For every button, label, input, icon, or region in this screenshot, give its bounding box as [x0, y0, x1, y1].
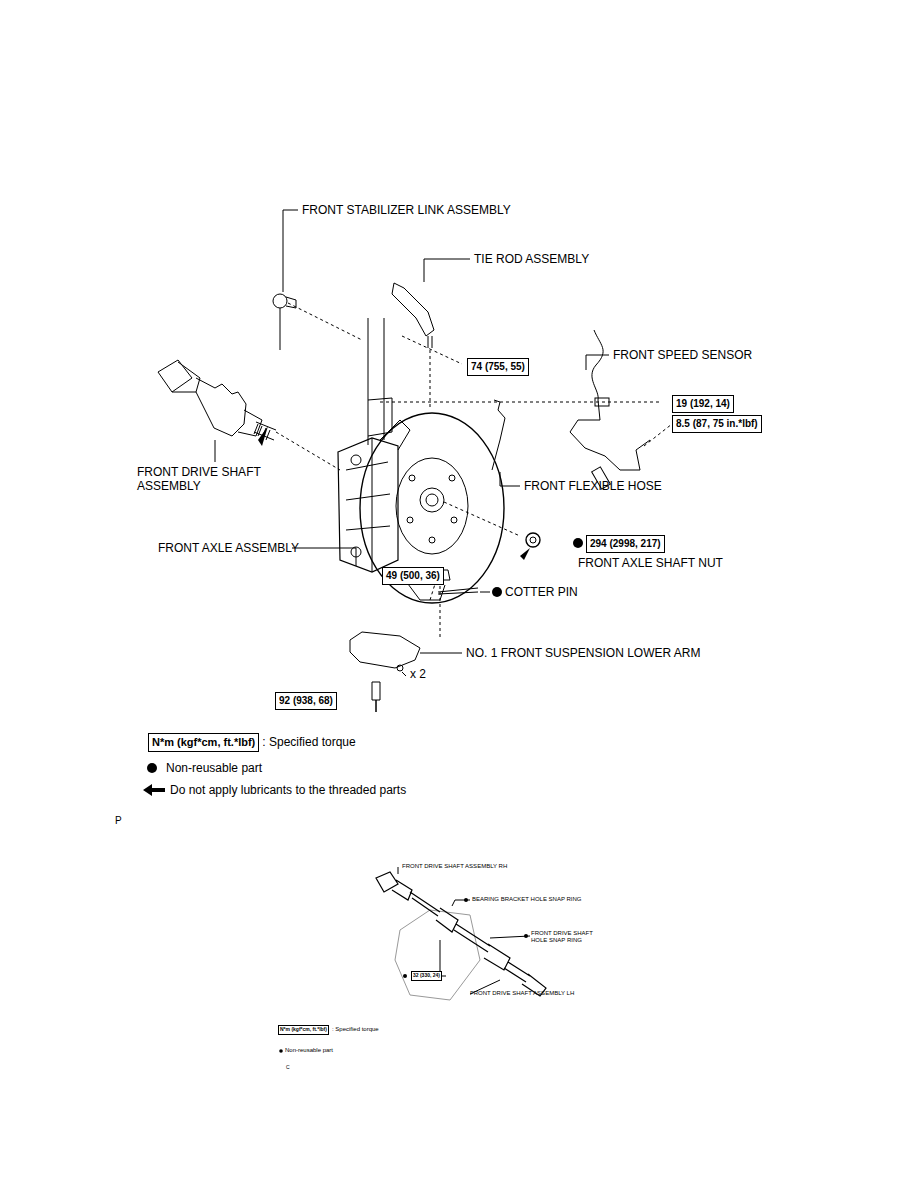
- part-label: FRONT DRIVE SHAFT HOLE SNAP RING: [531, 930, 597, 944]
- part-label: FRONT DRIVE SHAFT ASSEMBLY: [137, 465, 297, 494]
- torque-box: N*m (kgf*cm, ft.*lbf): [278, 1025, 329, 1035]
- part-label: FRONT STABILIZER LINK ASSEMBLY: [302, 203, 511, 217]
- legend-text: : Specified torque: [262, 735, 355, 749]
- part-label: P: [115, 815, 122, 827]
- part-label: TIE ROD ASSEMBLY: [474, 252, 589, 266]
- torque-value: 74 (755, 55): [471, 361, 525, 373]
- part-label: FRONT FLEXIBLE HOSE: [524, 479, 662, 493]
- torque-value: 49 (500, 36): [386, 570, 440, 582]
- part-label: FRONT DRIVE SHAFT ASSEMBLY LH: [470, 990, 574, 997]
- part-label: FRONT DRIVE SHAFT ASSEMBLY RH: [402, 863, 507, 870]
- part-label: FRONT AXLE ASSEMBLY: [158, 541, 299, 555]
- legend-text: : Specified torque: [332, 1026, 379, 1033]
- torque-box: 32 (330, 24): [411, 971, 442, 981]
- torque-value: 92 (938, 68): [279, 695, 333, 707]
- part-label: COTTER PIN: [505, 585, 578, 599]
- torque-value: N*m (kgf*cm, ft.*lbf): [152, 736, 255, 749]
- torque-value: 294 (2998, 217): [590, 538, 661, 550]
- legend-text: Non-reusable part: [166, 761, 262, 775]
- torque-value: 32 (330, 24): [413, 973, 440, 979]
- torque-box: 49 (500, 36): [382, 567, 444, 585]
- legend-text: Non-reusable part: [285, 1047, 333, 1054]
- torque-box: 74 (755, 55): [467, 358, 529, 376]
- part-label: NO. 1 FRONT SUSPENSION LOWER ARM: [466, 646, 700, 660]
- torque-box: 19 (192, 14): [672, 395, 734, 413]
- part-label: BEARING BRACKET HOLE SNAP RING: [472, 896, 581, 903]
- part-label: FRONT AXLE SHAFT NUT: [578, 556, 723, 570]
- torque-value: 19 (192, 14): [676, 398, 730, 410]
- torque-box: 8.5 (87, 75 in.*lbf): [672, 415, 762, 433]
- torque-value: N*m (kgf*cm, ft.*lbf): [280, 1027, 327, 1033]
- torque-box: 294 (2998, 217): [586, 535, 665, 553]
- part-label: FRONT SPEED SENSOR: [613, 348, 752, 362]
- torque-box: 92 (938, 68): [275, 692, 337, 710]
- torque-box: N*m (kgf*cm, ft.*lbf): [148, 733, 259, 752]
- part-label: C: [286, 1064, 290, 1070]
- torque-value: 8.5 (87, 75 in.*lbf): [676, 418, 758, 430]
- part-label: x 2: [410, 667, 426, 681]
- legend-text: Do not apply lubricants to the threaded …: [170, 783, 406, 797]
